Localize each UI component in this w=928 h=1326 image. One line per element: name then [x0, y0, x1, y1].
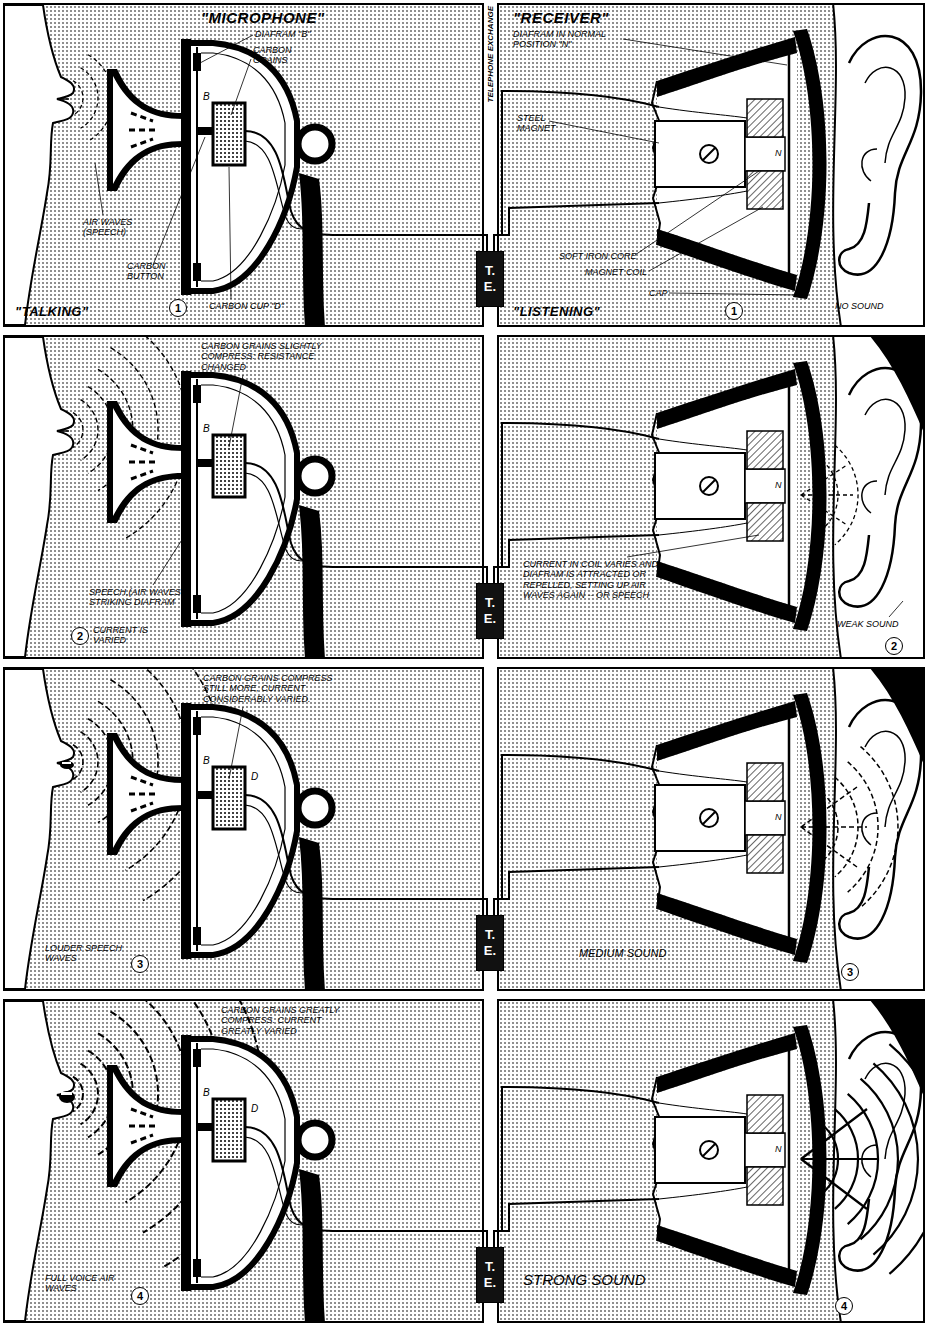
step-number: 2: [885, 637, 903, 655]
step-number: 4: [835, 1297, 853, 1315]
part-label: D: [251, 1103, 258, 1115]
talking-panel: CARBON GRAINS COMPRESS STILL MORE, CURRE…: [3, 667, 484, 991]
wire-connector: [494, 235, 497, 251]
listening-panel: N MEDIUM SOUND 3: [497, 667, 925, 991]
part-label: B: [203, 423, 210, 435]
part-label: NO SOUND: [835, 301, 884, 311]
part-label: CARBON GRAINS COMPRESS STILL MORE, CURRE…: [203, 673, 353, 704]
part-label: CARBON GRAINS SLIGHTLY COMPRESS: RESISTA…: [201, 341, 351, 372]
part-label: CARBON BUTTON: [127, 261, 183, 282]
part-label: CARBON GRAINS: [253, 45, 303, 66]
exchange-label: T. E.: [482, 595, 498, 628]
listening-scene: [499, 1001, 923, 1321]
step-number: 3: [131, 955, 149, 973]
exchange-label: T. E.: [482, 263, 498, 296]
part-label: CURRENT IS VARIED: [93, 625, 163, 646]
step-number: 4: [131, 1287, 149, 1305]
part-label: WEAK SOUND: [837, 619, 899, 629]
talking-scene: [5, 337, 482, 657]
listening-panel: "RECEIVER" DIAFRAM IN NORMAL POSITION "N"…: [497, 3, 925, 327]
panel-heading: "MICROPHONE": [201, 9, 325, 26]
part-label: LOUDER SPEECH WAVES: [45, 943, 125, 964]
talking-scene: [5, 669, 482, 989]
part-label: DIAFRAM IN NORMAL POSITION "N": [513, 29, 623, 50]
part-label: B: [203, 1087, 210, 1099]
exchange-label: T. E.: [482, 1259, 498, 1292]
listening-scene: [499, 5, 923, 325]
part-label: B: [203, 755, 210, 767]
listening-panel: N STRONG SOUND 4: [497, 999, 925, 1323]
panel-heading: "LISTENING": [513, 305, 600, 320]
wire-connector: [484, 235, 487, 251]
wire-connector: [494, 899, 497, 915]
part-label: N: [775, 812, 782, 822]
part-label: FULL VOICE AIR WAVES: [45, 1273, 115, 1294]
step-number: 1: [725, 302, 743, 320]
talking-panel: CARBON GRAINS GREATLY COMPRESS. CURRENT …: [3, 999, 484, 1323]
part-label: CURRENT IN COIL VARIES AND DIAFRAM IS AT…: [523, 559, 659, 600]
part-label: B: [203, 91, 210, 103]
step-number: 2: [71, 627, 89, 645]
listening-scene: [499, 669, 923, 989]
talking-scene: [5, 1001, 482, 1321]
step-number: 1: [169, 299, 187, 317]
listening-panel: CURRENT IN COIL VARIES AND DIAFRAM IS AT…: [497, 335, 925, 659]
exchange-box: T. E.: [476, 1247, 504, 1303]
part-label: MAGNET COIL: [585, 267, 647, 277]
part-label: N: [775, 1144, 782, 1154]
part-label: MEDIUM SOUND: [579, 947, 666, 960]
panel-heading: "TALKING": [15, 305, 89, 320]
part-label: CAP: [649, 288, 668, 298]
part-label: N: [775, 480, 782, 490]
part-label: SPEECH,(AIR WAVES STRIKING DIAFRAM: [89, 587, 189, 608]
wire-connector: [484, 1231, 487, 1247]
part-label: STEEL MAGNET: [517, 113, 573, 134]
talking-panel: "MICROPHONE" DIAFRAM "B" CARBON GRAINS B AIR…: [3, 3, 484, 327]
part-label: CARBON CUP "D": [209, 301, 284, 311]
wire-connector: [484, 567, 487, 583]
step-number: 3: [841, 963, 859, 981]
wire-connector: [494, 1231, 497, 1247]
part-label: N: [775, 148, 782, 158]
exchange-box: T. E.: [476, 251, 504, 307]
part-label: DIAFRAM "B": [255, 29, 310, 39]
wire-connector: [484, 899, 487, 915]
part-label: AIR WAVES (SPEECH): [83, 217, 145, 238]
talking-panel: CARBON GRAINS SLIGHTLY COMPRESS: RESISTA…: [3, 335, 484, 659]
part-label: D: [251, 771, 258, 783]
panel-heading: "RECEIVER": [513, 9, 609, 26]
part-label: CARBON GRAINS GREATLY COMPRESS. CURRENT …: [221, 1005, 341, 1036]
listening-scene: [499, 337, 923, 657]
part-label: STRONG SOUND: [523, 1271, 646, 1288]
exchange-caption: TELEPHONE EXCHANGE: [486, 6, 495, 102]
wire-connector: [494, 567, 497, 583]
part-label: SOFT IRON CORE: [559, 251, 637, 261]
exchange-label: T. E.: [482, 927, 498, 960]
exchange-box: T. E.: [476, 583, 504, 639]
exchange-box: T. E.: [476, 915, 504, 971]
